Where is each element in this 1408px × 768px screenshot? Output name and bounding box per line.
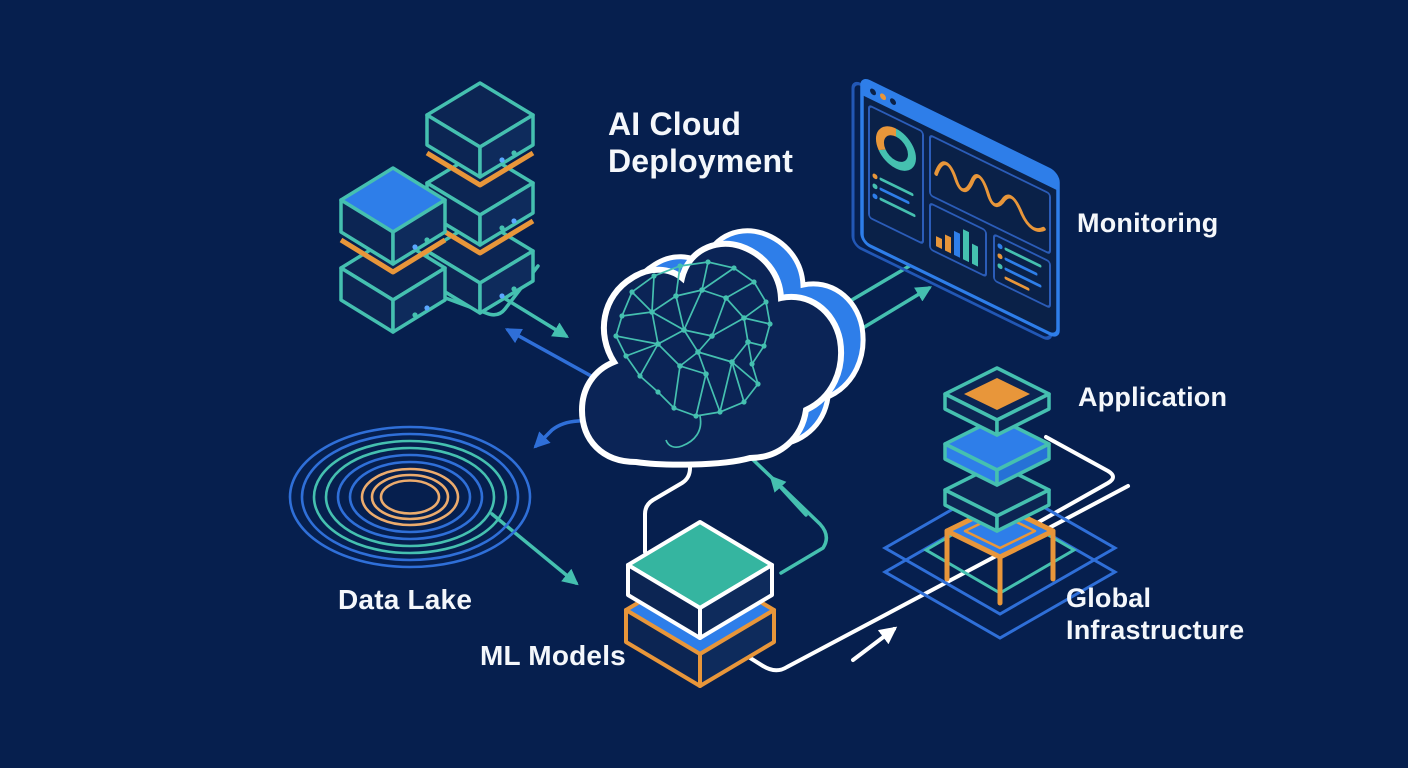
stat-rows [872,173,916,218]
ml-models-icon [624,520,776,688]
donut-chart-icon [875,126,916,171]
server-stack-icon [339,81,535,334]
line-application-to-globalinfra [1012,435,1115,538]
window-dot-icon [870,88,876,96]
neural-brain-icon [613,259,773,449]
window-dot-icon [890,98,896,105]
feedback-loop-line [743,450,829,575]
server-orange-band [339,237,447,275]
line-cloud-to-mlmodels [643,438,692,554]
label-data-lake: Data Lake [338,584,473,615]
line-chart-icon [934,161,1046,232]
monitoring-dashboard-icon [851,79,1060,340]
panel-linechart [929,135,1051,254]
label-global-infrastructure: Global Infrastructure [1066,583,1245,645]
platform-diamond [881,480,1119,616]
line-mlmodels-to-globalinfra [710,484,1130,673]
diagram-title: AI Cloud Deployment [608,106,794,179]
arrow-cloud-to-datalake [533,414,662,449]
label-monitoring: Monitoring [1077,208,1219,238]
label-ml-models: ML Models [480,640,626,671]
panel-list [993,234,1051,308]
window-titlebar [862,80,1058,191]
list-rows [997,243,1042,291]
label-application: Application [1078,382,1228,412]
window-dot-icon [880,93,886,101]
server-orange-band [425,150,535,188]
cloud-body [578,240,844,468]
application-stack-icon [943,366,1051,533]
server-connector-elbow [422,264,540,317]
arrow-datalake-to-mlmodels [490,512,579,586]
panel-barchart [929,203,987,277]
data-lake-icon [288,425,532,569]
arrow-feedback-to-cloud [769,475,808,517]
bar-chart-icon [936,229,978,267]
arrow-to-globalinfra [851,626,898,662]
ai-cloud-icon [578,228,866,468]
application-top-chip [964,378,1030,410]
panel-stats [868,105,924,244]
